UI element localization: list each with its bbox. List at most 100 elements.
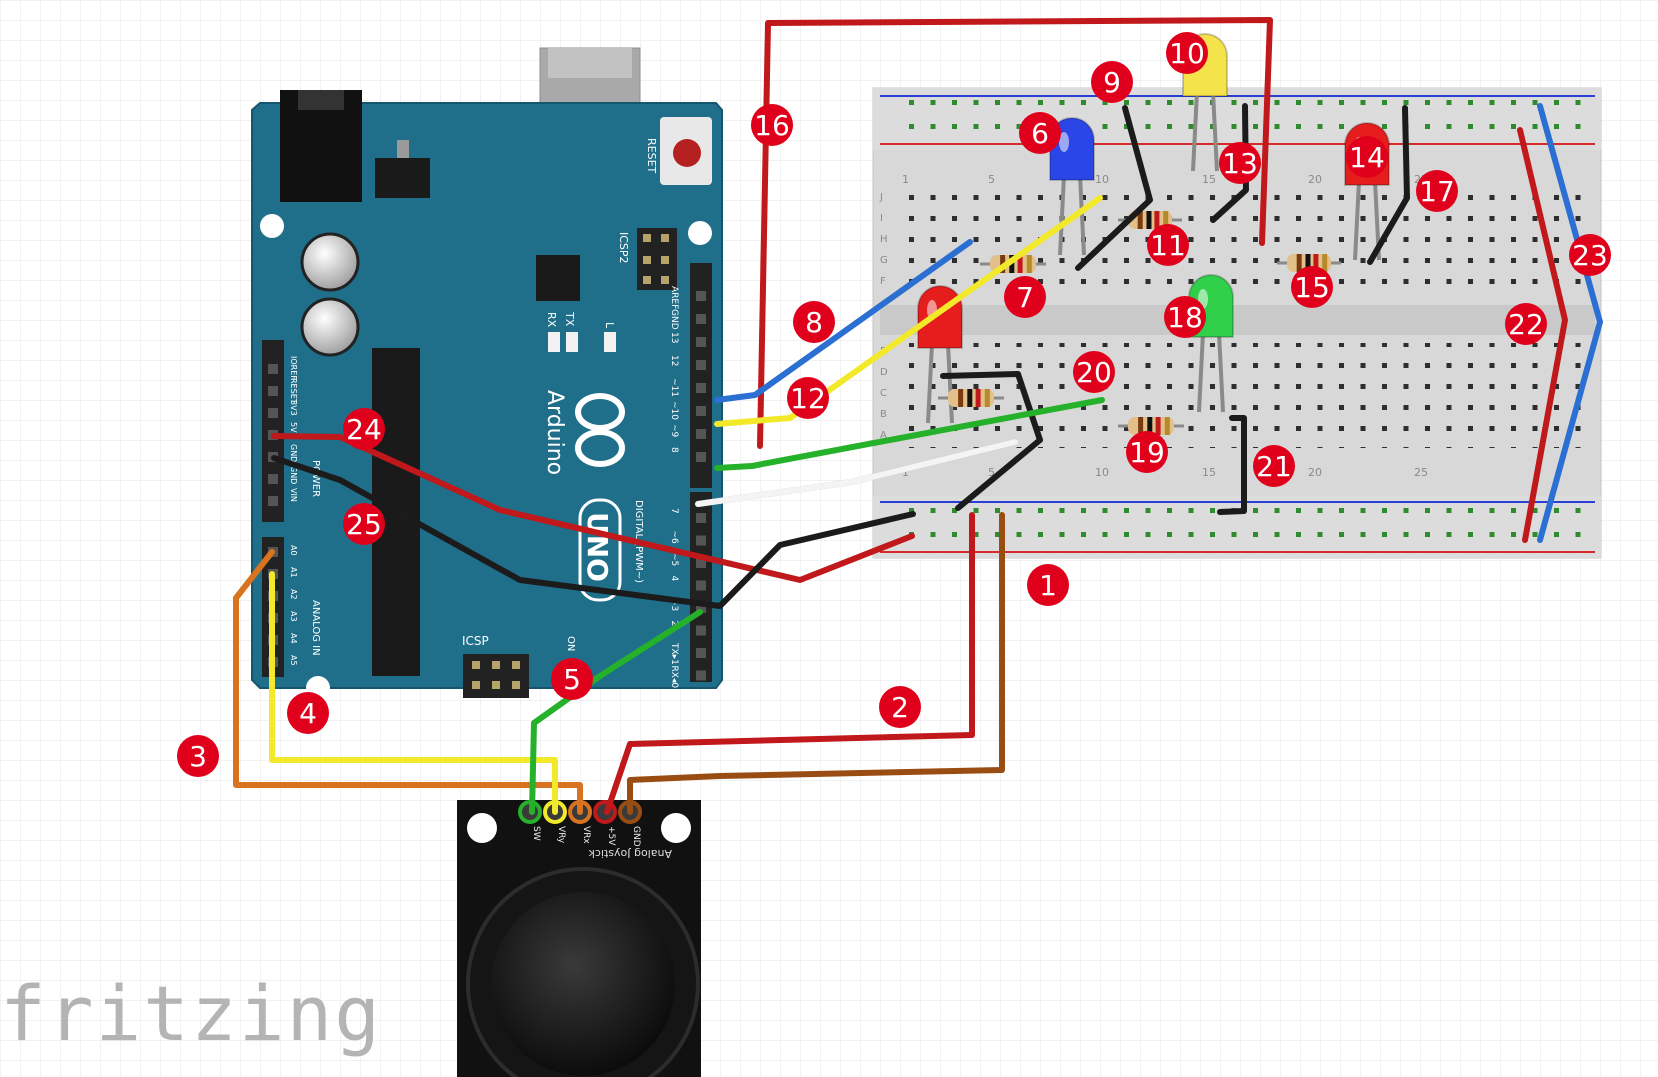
callout-number: 16 <box>754 109 790 142</box>
digital-pin[interactable] <box>696 603 706 613</box>
digital-pin[interactable] <box>696 580 706 591</box>
wire-pin9-to-breadboard <box>757 17 1273 449</box>
analog-label: ANALOG IN <box>310 600 321 656</box>
power-pin-label: RESET <box>289 378 298 404</box>
tx-label: TX <box>563 311 576 327</box>
digital-header-upper <box>690 263 712 488</box>
callout-marker: 3 <box>177 735 219 777</box>
callout-number: 9 <box>1103 66 1121 99</box>
digital-pin[interactable] <box>696 625 706 636</box>
icsp2-label: ICSP2 <box>617 232 630 264</box>
power-pin[interactable] <box>268 474 278 484</box>
icsp-label: ICSP <box>462 634 489 648</box>
digital-pin[interactable] <box>696 337 706 347</box>
callout-number: 10 <box>1169 37 1205 70</box>
wire-d2-sw <box>529 609 703 815</box>
svg-text:UNO: UNO <box>581 512 614 582</box>
callout-marker: 5 <box>551 658 593 700</box>
wire-rail-red <box>1517 127 1568 543</box>
resistor <box>1118 211 1182 229</box>
power-pin[interactable] <box>268 364 278 374</box>
l-label: L <box>603 322 616 329</box>
mounting-hole <box>661 813 691 843</box>
arduino-capacitor <box>300 297 360 357</box>
callout-marker: 23 <box>1569 234 1611 276</box>
power-pin[interactable] <box>268 496 278 506</box>
arduino-uno: RESET ICSP2 TX RX L Arduino UNO DIGITAL … <box>251 47 723 700</box>
power-pin[interactable] <box>268 386 278 396</box>
digital-pin-label: 2 <box>669 621 679 627</box>
callout-number: 15 <box>1294 271 1330 304</box>
breadboard-row-label: F <box>880 276 886 287</box>
digital-pin-label: ~3 <box>669 598 679 611</box>
callout-marker: 4 <box>287 692 329 734</box>
digital-pin[interactable] <box>696 383 706 393</box>
digital-pin-label: 7 <box>669 508 679 514</box>
callout-marker: 10 <box>1166 32 1208 74</box>
digital-pin-label: RX◂0 <box>669 666 679 689</box>
power-pin-label: GND <box>289 466 298 484</box>
digital-pin-label: GND <box>669 309 679 330</box>
digital-pin-label: ~11 <box>669 378 679 397</box>
digital-pin-label: AREF <box>669 286 679 309</box>
arduino-logo <box>575 393 625 467</box>
digital-pin[interactable] <box>696 648 706 658</box>
joystick-pin-label: VRx <box>581 826 591 844</box>
digital-pin-label: ~6 <box>669 531 679 545</box>
uno-badge: UNO <box>578 498 622 602</box>
breadboard-row-label: B <box>880 409 887 420</box>
callout-marker: 19 <box>1126 431 1168 473</box>
wire-gnd <box>271 455 916 609</box>
breadboard-col-label: 5 <box>988 173 995 186</box>
power-label: POWER <box>310 460 321 497</box>
digital-pin[interactable] <box>696 314 706 324</box>
digital-pin[interactable] <box>696 513 706 523</box>
digital-pin-label: 4 <box>669 576 679 582</box>
breadboard-col-label: 10 <box>1095 173 1109 186</box>
fritzing-watermark: fritzing <box>0 969 382 1058</box>
digital-pin-label: 8 <box>669 447 679 453</box>
callout-marker: 18 <box>1164 296 1206 338</box>
digital-pin[interactable] <box>696 535 706 546</box>
callout-marker: 12 <box>787 377 829 419</box>
joystick-pin-label: GND <box>631 826 641 847</box>
digital-pin[interactable] <box>696 452 706 462</box>
digital-pin[interactable] <box>696 558 706 568</box>
wire-rail-blue <box>1537 103 1603 543</box>
breadboard-row-label: J <box>879 192 883 203</box>
power-pin-label: VIN <box>289 488 298 502</box>
tx-led <box>566 332 578 352</box>
power-pin[interactable] <box>268 408 278 418</box>
breadboard-col-label: 1 <box>902 466 909 479</box>
wire-a0-vrx <box>233 549 583 815</box>
arduino-capacitor <box>300 232 360 292</box>
breadboard-row-label: D <box>880 367 888 378</box>
callout-marker: 20 <box>1073 351 1115 393</box>
callout-marker: 9 <box>1091 61 1133 103</box>
callout-marker: 8 <box>793 301 835 343</box>
digital-pin[interactable] <box>696 406 706 416</box>
callout-marker: 1 <box>1027 564 1069 606</box>
callout-number: 22 <box>1508 308 1544 341</box>
joystick-knob[interactable] <box>491 892 675 1076</box>
callout-marker: 14 <box>1346 136 1388 178</box>
digital-pin[interactable] <box>696 670 706 681</box>
arduino-regulator <box>375 158 430 198</box>
wire-joystick-gnd <box>627 512 1005 815</box>
reset-label: RESET <box>645 138 658 174</box>
callout-marker: 13 <box>1219 142 1261 184</box>
joystick-pin-label: VRy <box>556 826 566 844</box>
breadboard-row-label: H <box>880 234 888 245</box>
power-pin-label: GND <box>289 444 298 462</box>
led-blue <box>1049 117 1095 256</box>
digital-pin[interactable] <box>696 360 706 370</box>
callout-number: 11 <box>1150 229 1186 262</box>
icsp-header <box>463 654 529 698</box>
terminal-strip-top <box>895 190 1593 295</box>
callout-marker: 2 <box>879 686 921 728</box>
callout-number: 24 <box>346 413 382 446</box>
digital-pin-label: ~5 <box>669 553 679 566</box>
digital-pin[interactable] <box>696 429 706 439</box>
digital-pin[interactable] <box>696 291 706 301</box>
